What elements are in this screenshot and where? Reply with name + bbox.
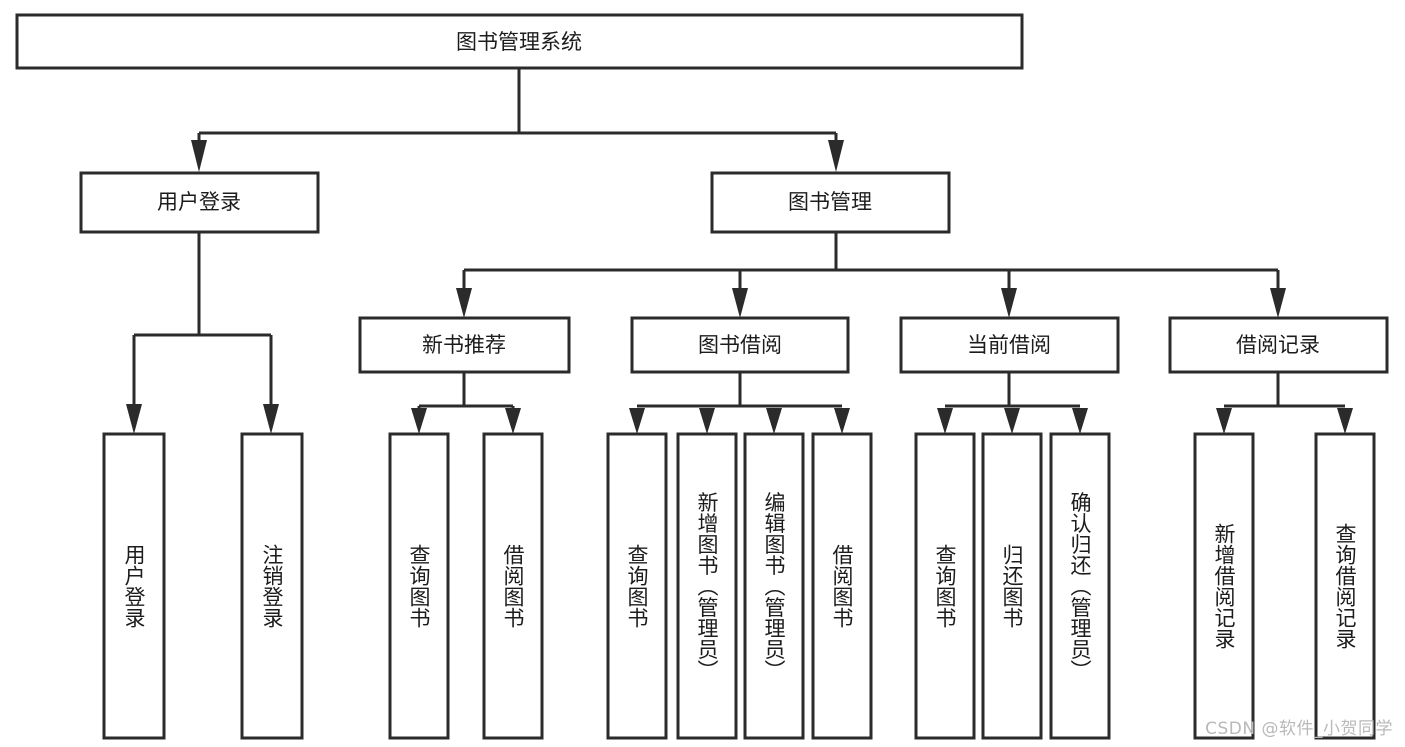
leaf-borrow-book[interactable]: 借阅图书 [811, 432, 873, 740]
leaf-add-book-admin-label: 新增图书（管理员） [695, 492, 719, 681]
node-root-system-box[interactable] [15, 13, 1024, 70]
arrowhead-leaf-query-book-r2 [629, 408, 645, 434]
leaf-recommend-query-book-box[interactable] [388, 432, 450, 740]
leaf-return-book-box[interactable] [981, 432, 1043, 740]
leaf-logout-box[interactable] [240, 432, 304, 740]
arrowhead-borrow-record [1270, 288, 1286, 318]
node-borrow-record-label: 借阅记录 [1236, 333, 1320, 357]
arrowhead-leaf-edit-book [766, 408, 782, 434]
node-book-management-box[interactable] [710, 171, 951, 234]
leaf-recommend-query-book[interactable]: 查询图书 [388, 432, 450, 740]
leaf-add-borrow-record-label: 新增借阅记录 [1212, 523, 1236, 649]
leaf-current-query-book[interactable]: 查询图书 [914, 432, 976, 740]
arrowhead-leaf-query-book-r1 [411, 408, 427, 434]
leaf-recommend-borrow-book[interactable]: 借阅图书 [482, 432, 544, 740]
leaf-recommend-borrow-book-box[interactable] [482, 432, 544, 740]
arrowhead-leaf-add-book [699, 408, 715, 434]
arrowhead-leaf-confirm-return [1072, 408, 1088, 434]
leaf-query-borrow-record-box[interactable] [1314, 432, 1376, 740]
node-current-borrow-box[interactable] [899, 316, 1120, 374]
arrowhead-book-manage [828, 140, 844, 172]
node-new-book-recommend-box[interactable] [358, 316, 571, 374]
leaf-confirm-return-admin-box[interactable] [1049, 432, 1111, 740]
node-borrow-record[interactable]: 借阅记录 [1168, 316, 1389, 374]
leaf-user-login[interactable]: 用户登录 [102, 432, 166, 740]
node-root-system-label: 图书管理系统 [456, 30, 582, 54]
leaf-borrow-query-book-box[interactable] [606, 432, 668, 740]
arrowhead-user-login [191, 140, 207, 172]
arrowhead-new-book-recommend [456, 288, 472, 318]
node-book-management[interactable]: 图书管理 [710, 171, 951, 234]
node-root-system[interactable]: 图书管理系统 [15, 13, 1024, 70]
node-user-login-label: 用户登录 [157, 190, 241, 214]
node-book-borrow-label: 图书借阅 [698, 333, 782, 357]
leaf-add-borrow-record[interactable]: 新增借阅记录 [1193, 432, 1255, 740]
leaf-recommend-query-book-label: 查询图书 [407, 544, 431, 628]
node-current-borrow[interactable]: 当前借阅 [899, 316, 1120, 374]
arrowhead-leaf-return-book [1004, 408, 1020, 434]
arrowhead-leaf-borrow-book-r1 [505, 408, 521, 434]
leaf-edit-book-admin[interactable]: 编辑图书（管理员） [743, 432, 805, 740]
leaf-borrow-query-book[interactable]: 查询图书 [606, 432, 668, 740]
leaf-return-book[interactable]: 归还图书 [981, 432, 1043, 740]
arrowhead-leaf-borrow-book-r2 [834, 408, 850, 434]
leaf-query-borrow-record[interactable]: 查询借阅记录 [1314, 432, 1376, 740]
node-current-borrow-label: 当前借阅 [967, 333, 1051, 357]
node-user-login[interactable]: 用户登录 [79, 171, 320, 234]
leaf-query-borrow-record-label: 查询借阅记录 [1333, 523, 1357, 649]
arrowhead-leaf-logout [263, 404, 279, 434]
leaf-confirm-return-admin-label: 确认归还（管理员） [1068, 492, 1092, 681]
node-book-borrow-box[interactable] [630, 316, 850, 374]
leaf-borrow-query-book-label: 查询图书 [625, 544, 649, 628]
connector-group [126, 68, 1353, 434]
node-new-book-recommend-label: 新书推荐 [422, 333, 506, 357]
arrowhead-current-borrow [1001, 288, 1017, 318]
arrowhead-leaf-query-book-r3 [937, 408, 953, 434]
node-user-login-box[interactable] [79, 171, 320, 234]
leaf-borrow-book-label: 借阅图书 [830, 544, 854, 628]
leaf-user-login-box[interactable] [102, 432, 166, 740]
arrowhead-book-borrow [732, 288, 748, 318]
arrowhead-leaf-user-login [126, 404, 142, 434]
leaf-edit-book-admin-label: 编辑图书（管理员） [762, 492, 786, 681]
leaf-confirm-return-admin[interactable]: 确认归还（管理员） [1049, 432, 1111, 740]
node-book-management-label: 图书管理 [788, 190, 872, 214]
node-borrow-record-box[interactable] [1168, 316, 1389, 374]
leaf-logout-label: 注销登录 [260, 544, 284, 628]
arrowhead-leaf-query-record [1337, 408, 1353, 434]
node-new-book-recommend[interactable]: 新书推荐 [358, 316, 571, 374]
node-book-borrow[interactable]: 图书借阅 [630, 316, 850, 374]
leaf-return-book-label: 归还图书 [1000, 544, 1024, 628]
leaf-borrow-book-box[interactable] [811, 432, 873, 740]
leaf-add-book-admin-box[interactable] [676, 432, 738, 740]
leaf-user-login-label: 用户登录 [122, 544, 146, 628]
leaf-logout[interactable]: 注销登录 [240, 432, 304, 740]
leaf-recommend-borrow-book-label: 借阅图书 [501, 544, 525, 628]
leaf-add-book-admin[interactable]: 新增图书（管理员） [676, 432, 738, 740]
leaf-current-query-book-box[interactable] [914, 432, 976, 740]
leaf-edit-book-admin-box[interactable] [743, 432, 805, 740]
leaf-add-borrow-record-box[interactable] [1193, 432, 1255, 740]
leaf-current-query-book-label: 查询图书 [933, 544, 957, 628]
arrowhead-leaf-add-record [1216, 408, 1232, 434]
